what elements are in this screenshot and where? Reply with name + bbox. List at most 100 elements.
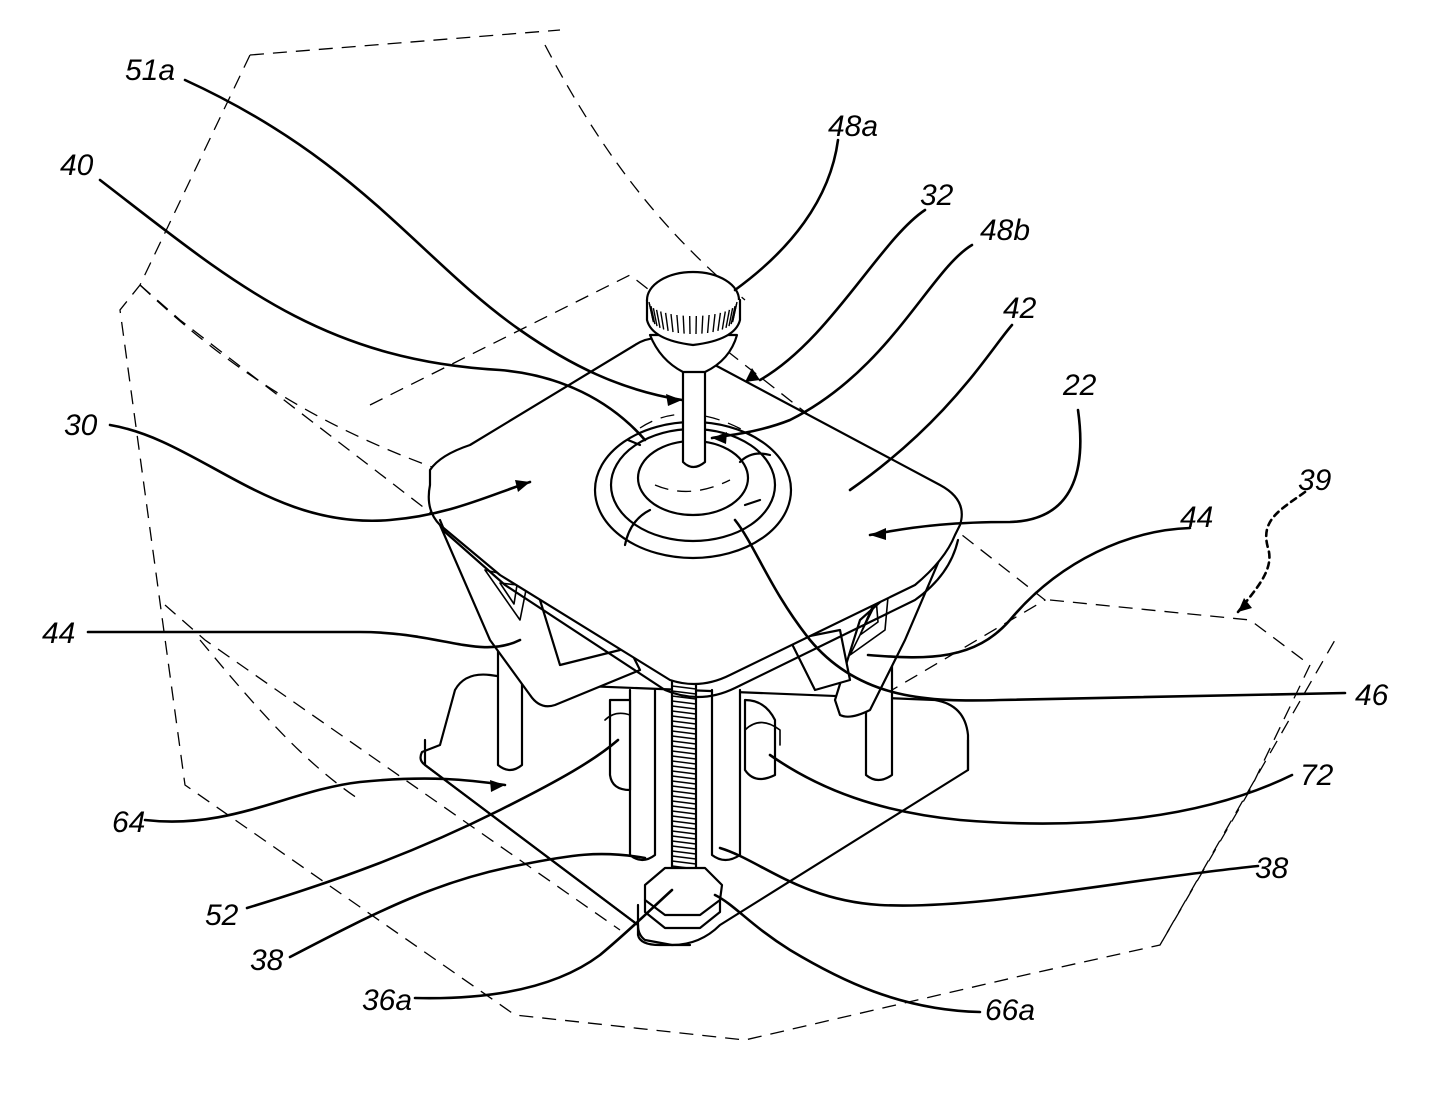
leader-44-right: [866, 526, 1192, 659]
knurl-line: [682, 315, 685, 334]
rod-thread-line: [671, 785, 697, 790]
top-plate-front-edge: [438, 518, 960, 699]
rod-thread-line: [671, 815, 697, 820]
leader-51a: [183, 78, 684, 402]
arrow-39: [1238, 598, 1252, 612]
rod-thread-line: [671, 745, 697, 750]
rod-thread-line: [671, 795, 697, 800]
knurl-line: [655, 309, 661, 329]
knurl-line: [701, 315, 704, 334]
label-30: 30: [64, 409, 98, 442]
rod-thread-line: [671, 715, 697, 720]
rod-thread-line: [671, 810, 697, 815]
rod-thread-line: [671, 730, 697, 735]
rod-thread-line: [671, 790, 697, 795]
label-52: 52: [205, 899, 239, 932]
rod-thread-line: [671, 700, 697, 705]
rod-thread-line: [671, 825, 697, 830]
post-center-right: [710, 688, 742, 862]
knurl-line: [721, 311, 726, 330]
rod-thread-line: [671, 690, 697, 695]
rod-thread-line: [671, 855, 697, 860]
rod-thread-line: [671, 685, 697, 690]
label-38-left: 38: [250, 944, 284, 977]
base-plate-edge: [423, 738, 970, 947]
label-22: 22: [1062, 369, 1097, 402]
leader-66a: [713, 893, 982, 1014]
leader-52: [245, 738, 620, 910]
knurl-line: [717, 312, 722, 331]
label-48b: 48b: [980, 214, 1030, 247]
label-40: 40: [60, 149, 94, 182]
knurl-line: [712, 314, 716, 333]
leader-32: [758, 208, 927, 382]
rod-thread-line: [671, 780, 697, 785]
rod-thread-line: [671, 705, 697, 710]
leader-40: [98, 178, 647, 442]
label-38-right: 38: [1255, 852, 1289, 885]
knob-knurling: [648, 301, 738, 335]
leader-48a: [733, 138, 840, 292]
rod-thread-line: [671, 800, 697, 805]
rod-thread-line: [671, 750, 697, 755]
joystick-neck: [648, 333, 739, 374]
rod-thread-line: [671, 735, 697, 740]
knurl-line: [732, 301, 738, 321]
arrow-32: [745, 368, 760, 382]
knurl-line: [728, 307, 734, 327]
arrow-51a: [666, 394, 682, 406]
gimbal-cutouts: [623, 438, 772, 547]
leader-46: [733, 518, 1347, 702]
knurl-line: [706, 314, 710, 334]
rod-thread-line: [671, 720, 697, 725]
rod-thread-line: [671, 850, 697, 855]
leader-64: [143, 777, 507, 823]
knurl-line: [670, 314, 674, 333]
leader-72: [768, 753, 1294, 825]
joystick: [645, 270, 742, 469]
leader-lines: [86, 78, 1347, 1014]
bracket-clip: [604, 712, 781, 746]
knurl-line: [652, 307, 658, 327]
post-center-left: [628, 688, 657, 862]
label-64: 64: [112, 806, 145, 839]
lower-nut: [643, 866, 724, 930]
nut-top: [643, 866, 724, 917]
rod-thread-line: [671, 765, 697, 770]
label-44-left: 44: [42, 617, 75, 650]
label-66a: 66a: [985, 994, 1035, 1027]
bracket-left: [608, 698, 632, 792]
arrow-48b: [712, 432, 727, 444]
threaded-rod: [670, 678, 698, 882]
label-46: 46: [1355, 679, 1389, 712]
knurl-line: [730, 305, 736, 325]
rod-thread-line: [671, 755, 697, 760]
knob-body: [645, 298, 742, 347]
label-36a: 36a: [362, 984, 412, 1017]
leader-44-left: [86, 630, 522, 649]
rod-thread-line: [671, 845, 697, 850]
rod-thread-line: [671, 775, 697, 780]
leader-36a: [413, 888, 674, 1000]
rod-thread-line: [671, 760, 697, 765]
rod-body: [670, 678, 698, 882]
arrowheads: [490, 368, 1252, 792]
rod-thread-line: [671, 740, 697, 745]
rod-thread-line: [671, 805, 697, 810]
arrow-64: [490, 780, 505, 792]
rod-thread-line: [671, 770, 697, 775]
leader-38-right: [718, 846, 1260, 907]
rod-thread-line: [671, 835, 697, 840]
bracket-right: [743, 698, 777, 781]
leader-30: [108, 423, 532, 523]
rod-threads: [671, 685, 697, 880]
rod-thread-line: [671, 695, 697, 700]
knurl-line: [660, 311, 665, 330]
rod-thread-line: [671, 820, 697, 825]
housing-rib-right: [849, 574, 891, 656]
rod-thread-line: [671, 840, 697, 845]
knurl-line: [648, 303, 655, 323]
knurl-line: [676, 314, 680, 334]
phantom-inner-panel: [139, 284, 1311, 946]
